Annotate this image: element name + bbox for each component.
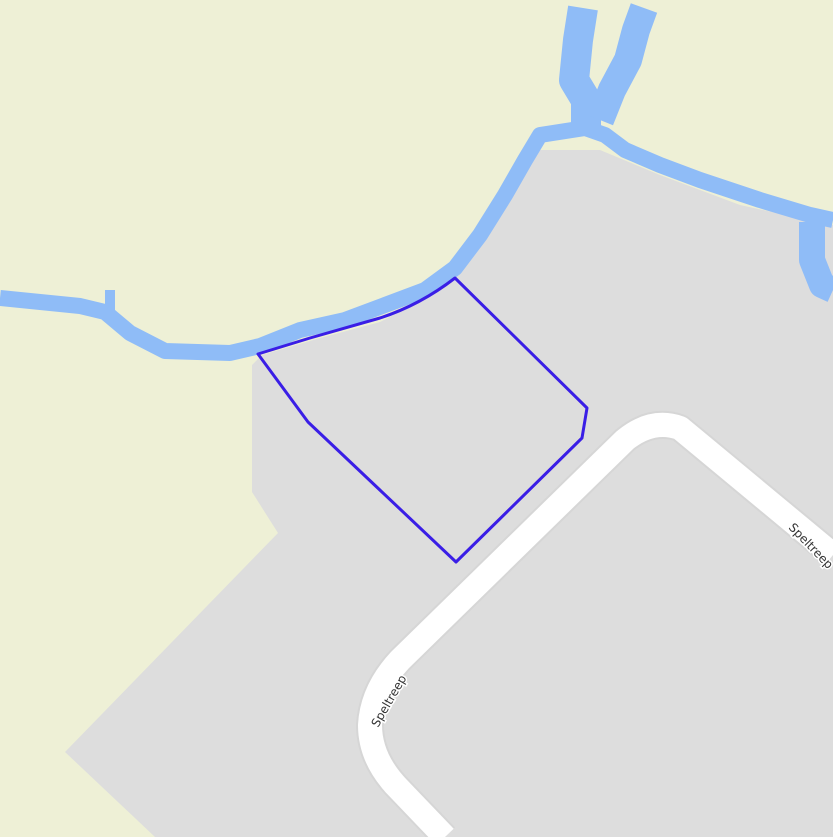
stream: [0, 3, 833, 361]
landuse-area: [65, 150, 833, 837]
road-speltreep: [358, 413, 833, 837]
highlighted-parcel-outline[interactable]: [256, 276, 589, 564]
